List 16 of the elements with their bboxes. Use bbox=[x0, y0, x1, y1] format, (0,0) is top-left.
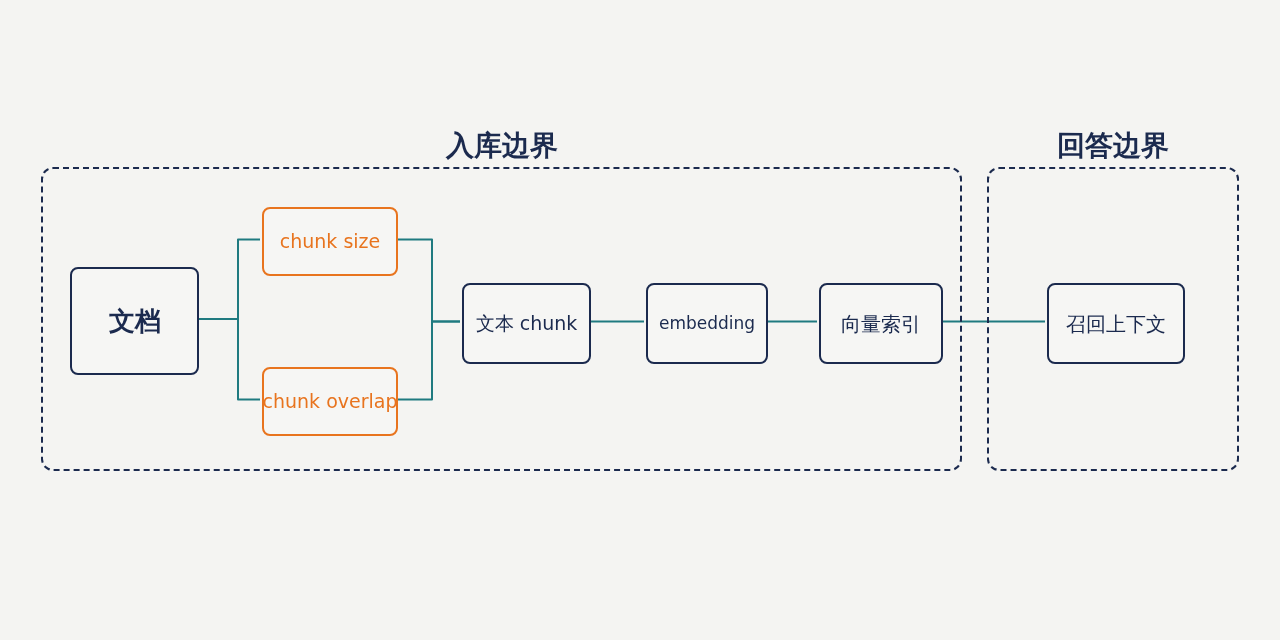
box-label: chunk size bbox=[279, 229, 381, 255]
parameter-box bbox=[262, 207, 398, 276]
process-box bbox=[1047, 283, 1185, 364]
box-label: chunk overlap bbox=[262, 389, 398, 415]
process-box bbox=[70, 267, 199, 375]
boundary-title: 入库边界 bbox=[444, 128, 559, 164]
box-label: 召回上下文 bbox=[1066, 310, 1166, 338]
box-label: 向量索引 bbox=[841, 310, 921, 338]
process-box bbox=[462, 283, 591, 364]
process-box bbox=[819, 283, 943, 364]
boundary-title: 回答边界 bbox=[1056, 128, 1170, 164]
box-label: 文本 chunk bbox=[475, 311, 578, 337]
box-label: embedding bbox=[658, 311, 756, 335]
process-box bbox=[646, 283, 768, 364]
box-label: 文档 bbox=[108, 304, 161, 338]
parameter-box bbox=[262, 367, 398, 436]
